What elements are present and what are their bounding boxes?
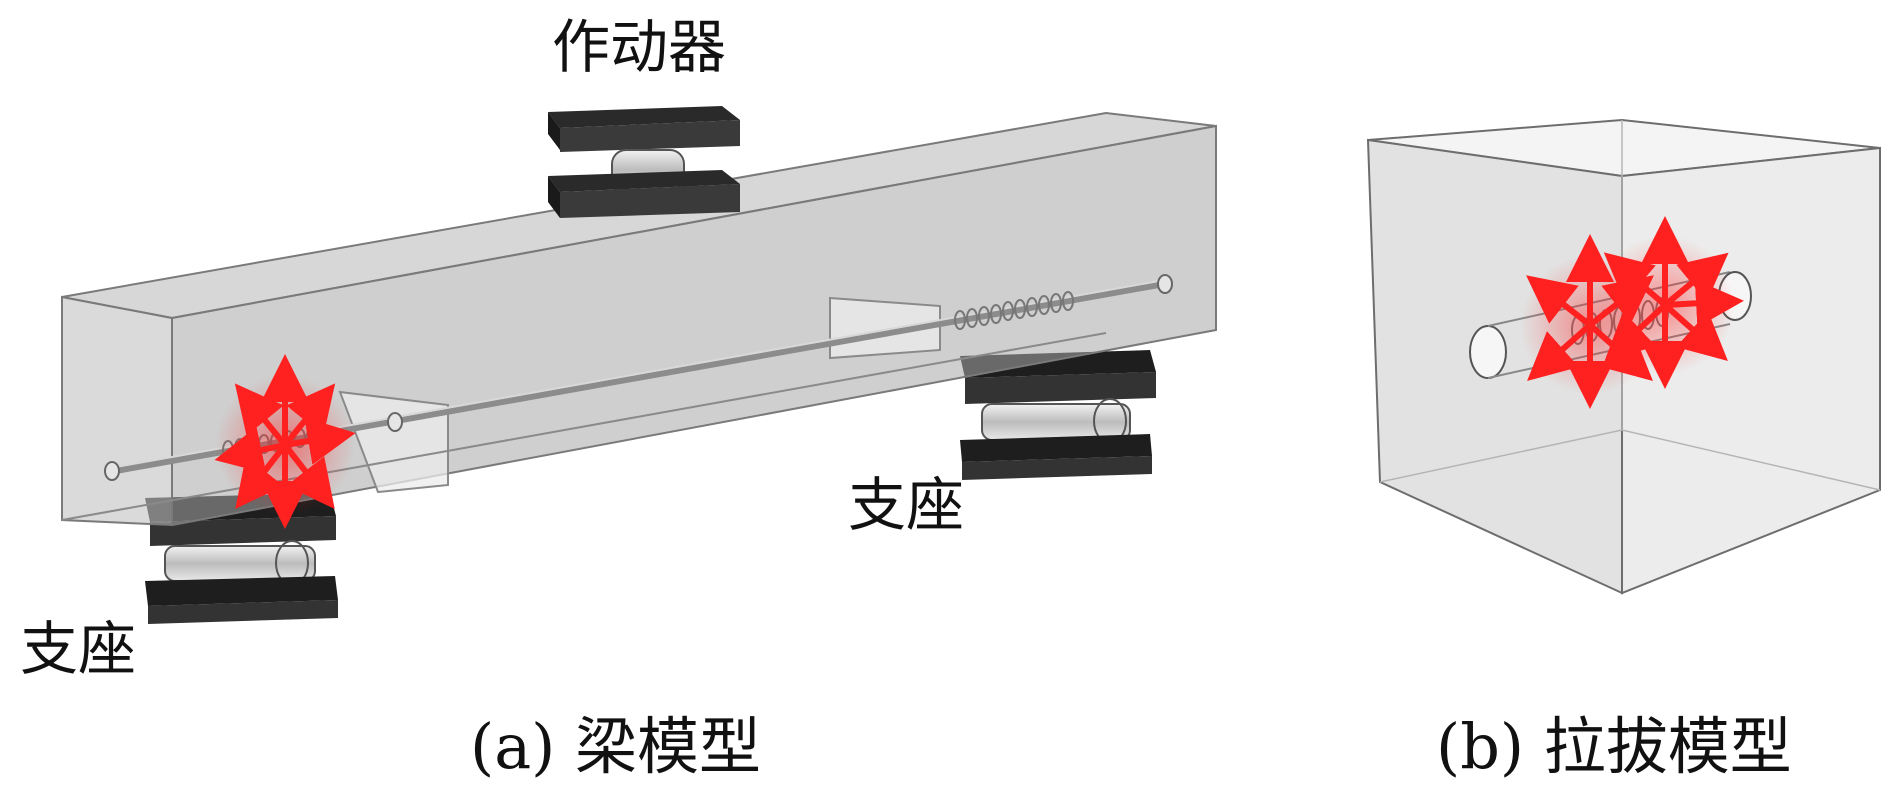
- support-left-label: 支座: [20, 615, 137, 683]
- caption-b: (b) 拉拔模型: [1436, 710, 1792, 783]
- caption-a: (a) 梁模型: [470, 710, 762, 783]
- support-right-label: 支座: [848, 471, 965, 539]
- beam-body: [61, 111, 1217, 527]
- pullout-model: [1366, 118, 1881, 595]
- actuator: [548, 106, 740, 218]
- bond-stress-arrows-pullout: [1520, 216, 1744, 409]
- bond-stress-arrows-beam: [214, 354, 356, 529]
- actuator-label: 作动器: [552, 13, 727, 81]
- beam-model: [61, 106, 1217, 624]
- support-right: [960, 350, 1156, 480]
